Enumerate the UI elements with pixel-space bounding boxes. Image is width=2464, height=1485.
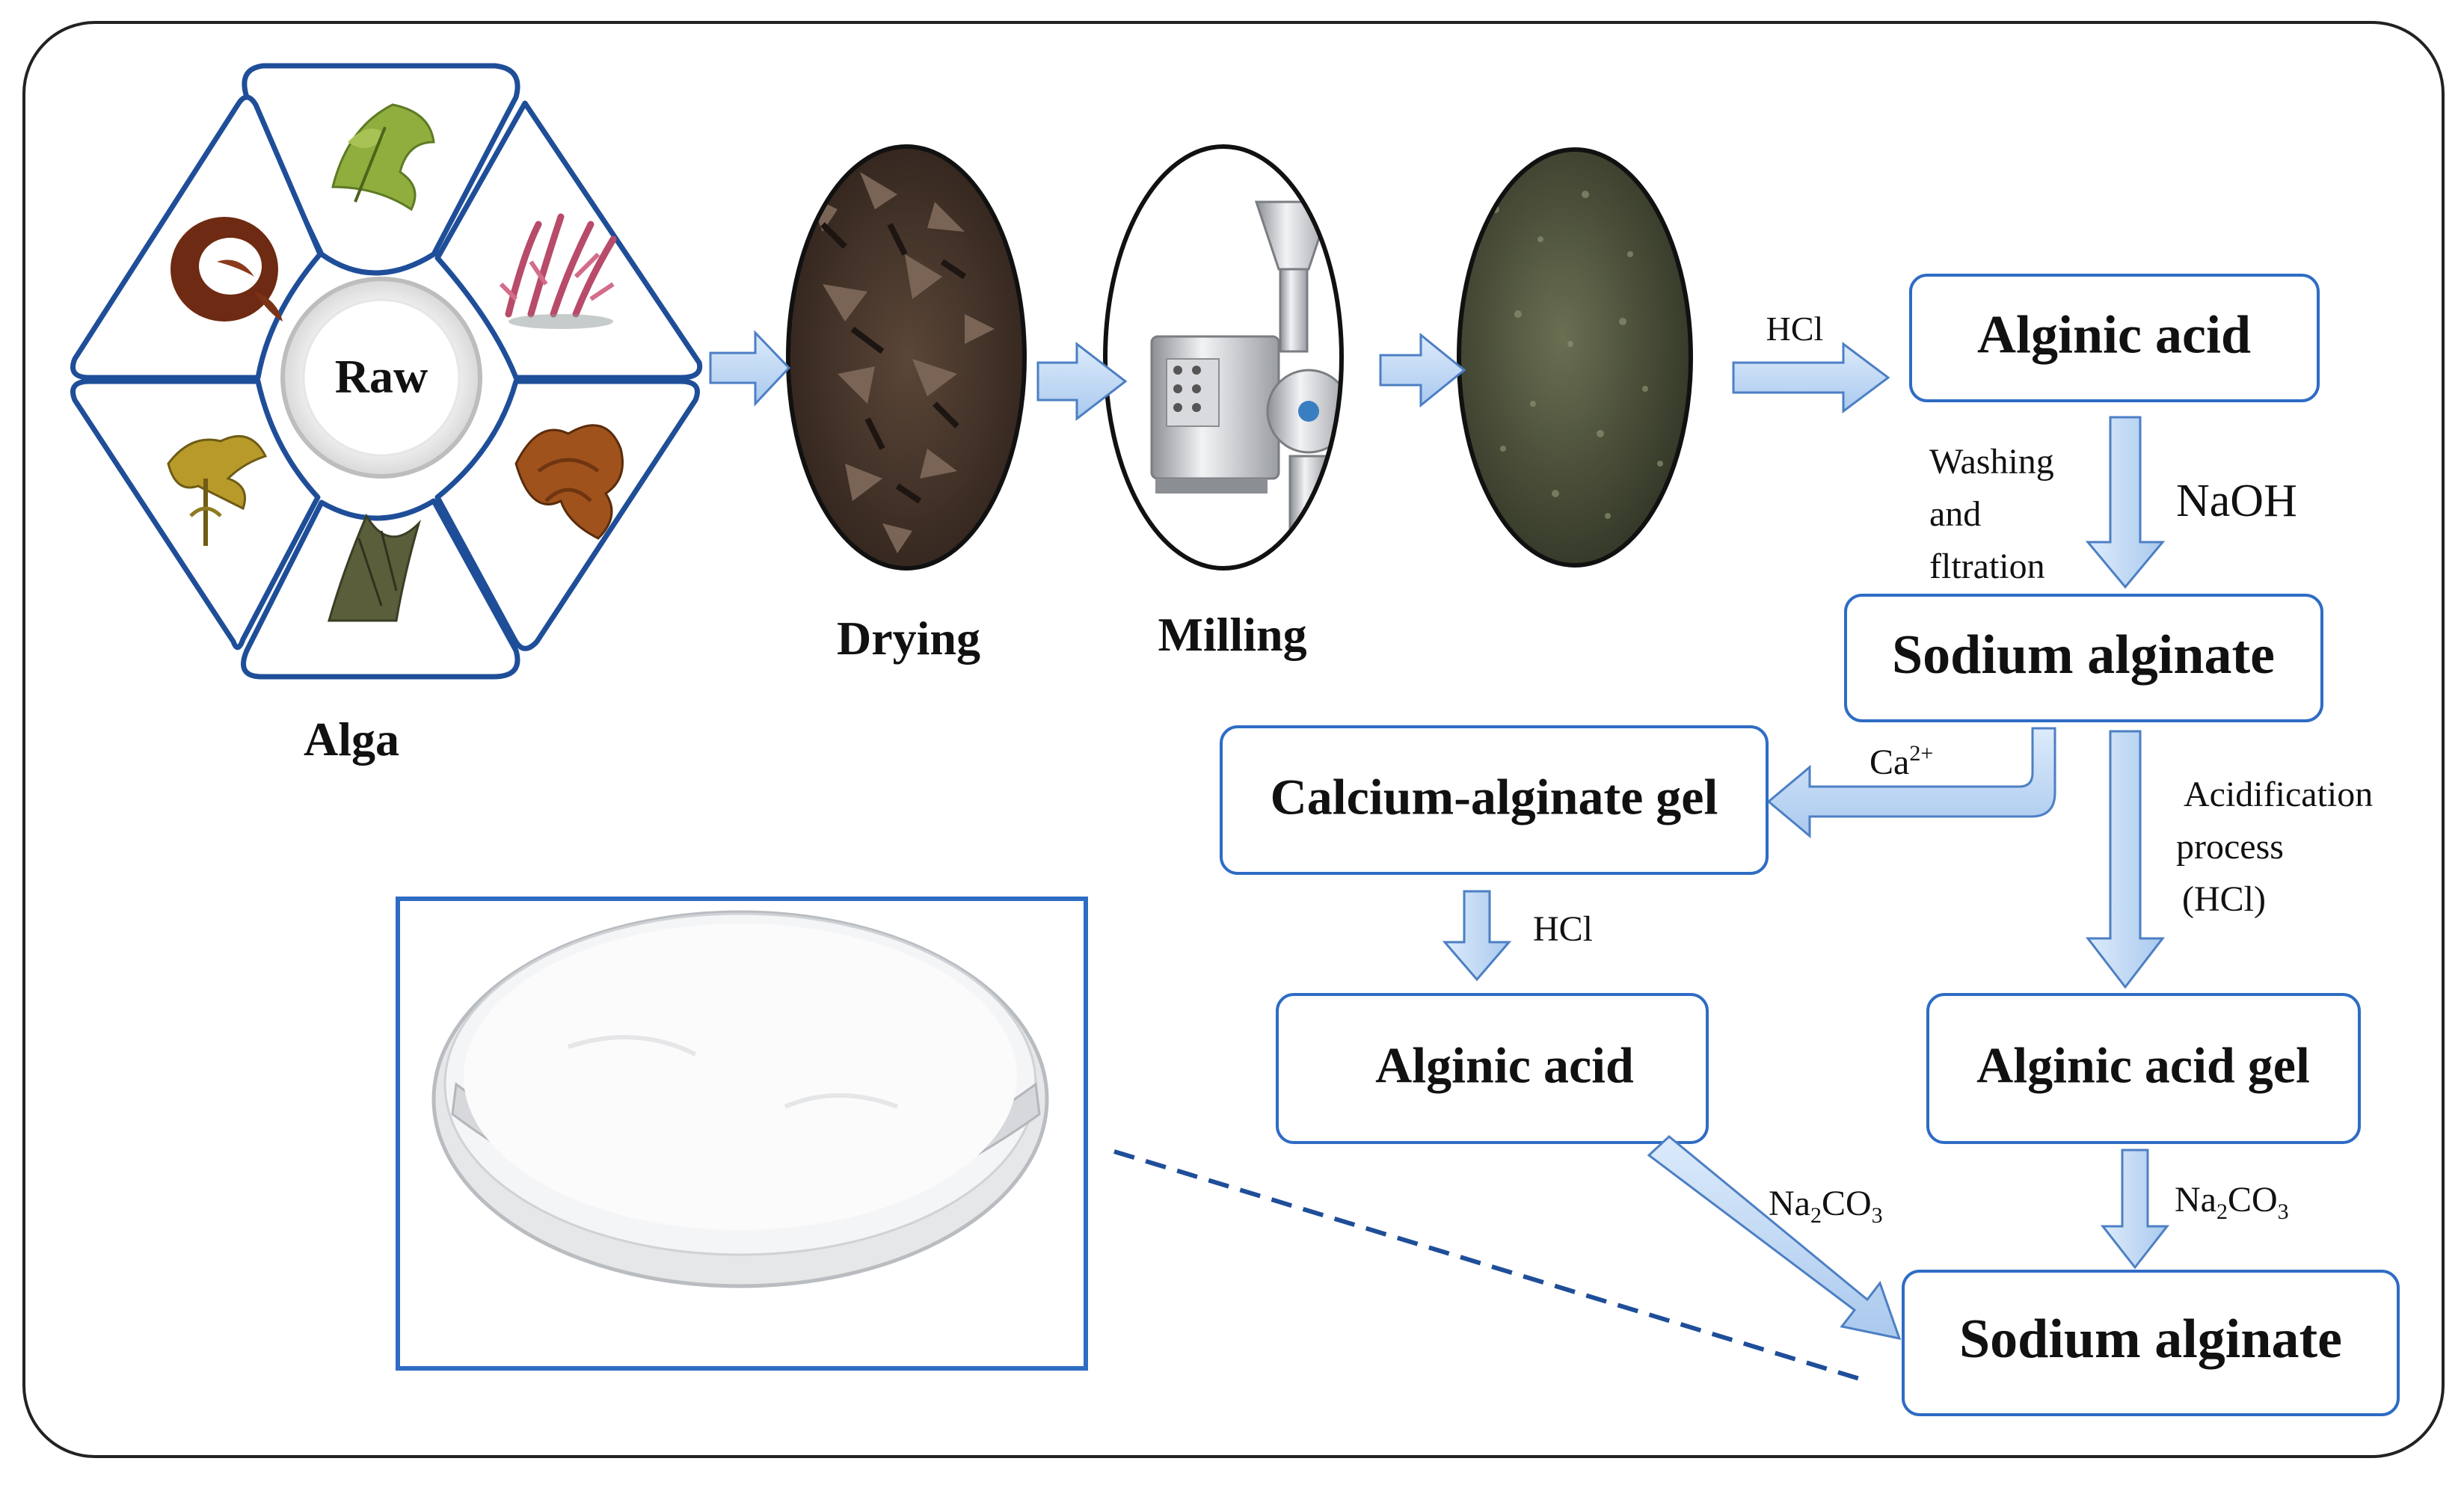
arrow-raw-to-drying	[709, 330, 791, 407]
dark-alga-icon	[328, 513, 422, 622]
reagent-washing-2: and	[1929, 494, 1981, 534]
box-sodium-alginate-mid	[1844, 594, 2323, 722]
green-alga-icon	[331, 103, 435, 212]
box-alginic-acid-top	[1909, 274, 2320, 402]
yellow-alga-icon	[167, 434, 268, 546]
box-calcium-alginate-gel-label: Calcium-alginate gel	[1271, 769, 1718, 825]
box-sodium-alginate-final	[1902, 1270, 2400, 1416]
red-alga-icon	[170, 217, 283, 322]
arrow-powder-to-alginic	[1732, 342, 1890, 413]
algae-powder-icon	[1457, 147, 1693, 568]
arrow-sodium-to-calcium	[1766, 727, 2056, 839]
raw-label: Raw	[335, 350, 428, 403]
reagent-naoh: NaOH	[2176, 476, 2297, 526]
reagent-ca: Ca2+	[1869, 741, 1933, 782]
arrow-calcium-to-alginic	[1442, 890, 1512, 982]
alga-label: Alga	[304, 713, 399, 766]
milling-label: Milling	[1158, 608, 1306, 661]
algae-hexagon: Raw Alga	[70, 63, 703, 766]
arrow-acidgel-to-final	[2100, 1149, 2170, 1270]
arrow-sodium-to-acidgel	[2085, 730, 2166, 989]
box-alginic-acid-gel	[1926, 993, 2361, 1144]
reagent-hcl-2: HCl	[1533, 909, 1593, 949]
box-alginic-acid-left	[1276, 993, 1709, 1144]
dried-algae-icon	[786, 144, 1027, 571]
drying-label: Drying	[837, 612, 980, 665]
box-alginic-acid-top-label: Alginic acid	[1977, 305, 2251, 365]
reagent-acid-1: Acidification	[2184, 775, 2373, 814]
reagent-acid-2: process	[2176, 827, 2284, 867]
box-sodium-alginate-final-label: Sodium alginate	[1959, 1309, 2342, 1370]
alginate-powder-dish-icon	[396, 897, 1088, 1371]
box-sodium-alginate-mid-label: Sodium alginate	[1892, 624, 2275, 686]
reagent-acid-3: (HCl)	[2182, 879, 2266, 919]
arrow-drying-to-milling	[1036, 341, 1128, 422]
box-alginic-acid-gel-label: Alginic acid gel	[1976, 1037, 2310, 1094]
reagent-washing-3: fltration	[1929, 547, 2045, 586]
reagent-hcl-1: HCl	[1766, 310, 1824, 348]
arrow-milling-to-powder	[1379, 332, 1466, 408]
arrow-alginic-to-sodium	[2085, 416, 2166, 589]
pink-alga-icon	[499, 213, 617, 329]
mill-machine-icon	[1103, 144, 1344, 571]
arrow-alginic-to-final	[1647, 1135, 1902, 1341]
reagent-na2co3-right: Na2CO3	[2175, 1180, 2289, 1224]
brown-alga-icon	[514, 424, 624, 540]
reagent-na2co3-left: Na2CO3	[1769, 1184, 1883, 1228]
box-alginic-acid-left-label: Alginic acid	[1375, 1037, 1634, 1094]
reagent-washing-1: Washing	[1929, 442, 2054, 482]
box-calcium-alginate-gel	[1220, 725, 1769, 875]
